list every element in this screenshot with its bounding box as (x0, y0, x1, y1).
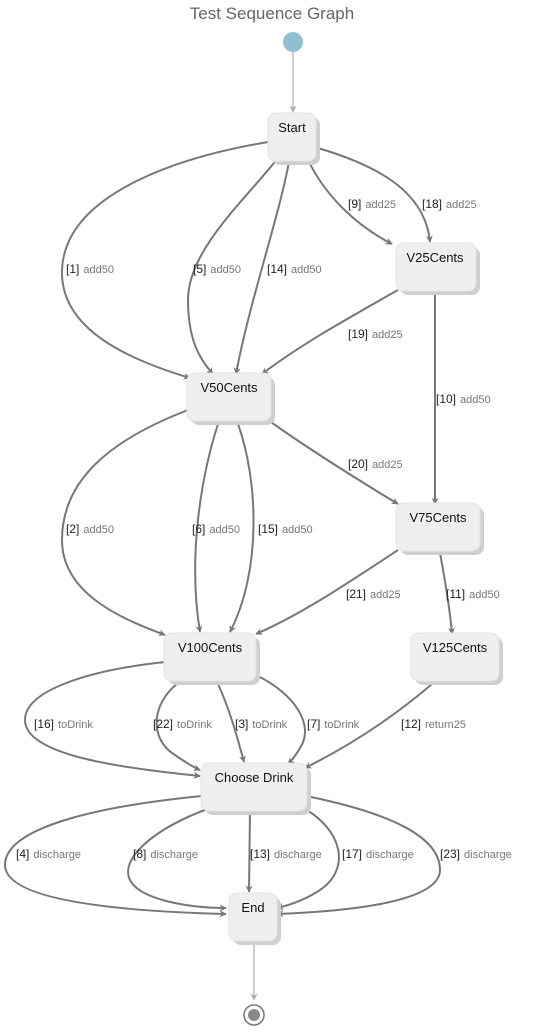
edge-labels: [1]add50 [5]add50 [14]add50 [9]add25 [18… (16, 197, 512, 861)
label-t12: [12]return25 (401, 717, 466, 731)
edge-t6 (194, 423, 219, 633)
state-v75-label: V75Cents (409, 510, 467, 525)
edge-t1 (60, 141, 269, 380)
state-v25-label: V25Cents (406, 250, 464, 265)
label-t16: [16]toDrink (34, 717, 93, 731)
label-t5: [5]add50 (193, 262, 241, 276)
label-t13: [13]discharge (250, 847, 322, 861)
edge-t23 (276, 795, 442, 918)
label-t9: [9]add25 (348, 197, 396, 211)
state-choose-drink: Choose Drink (200, 762, 311, 815)
final-state-icon (243, 1004, 265, 1026)
label-t3: [3]toDrink (235, 717, 288, 731)
edge-t16 (23, 661, 201, 779)
label-t7: [7]toDrink (307, 717, 360, 731)
state-v50: V50Cents (186, 372, 275, 425)
initial-state-dot (283, 32, 303, 52)
state-end-label: End (241, 900, 264, 915)
label-t20: [20]add25 (348, 457, 403, 471)
edge-t21 (255, 549, 399, 635)
label-t2: [2]add50 (66, 522, 114, 536)
label-t1: [1]add50 (66, 262, 114, 276)
edge-t12 (304, 683, 433, 769)
state-v75: V75Cents (395, 502, 484, 555)
label-t23: [23]discharge (440, 847, 512, 861)
edges (3, 141, 455, 918)
label-t14: [14]add50 (267, 262, 322, 276)
edge-t13 (245, 811, 253, 893)
state-v125: V125Cents (410, 632, 503, 685)
edge-t7 (257, 675, 306, 765)
state-v25: V25Cents (395, 242, 480, 295)
label-t17: [17]discharge (342, 847, 414, 861)
edge-t9 (307, 159, 393, 245)
edge-t8 (127, 807, 227, 912)
label-t15: [15]add50 (258, 522, 313, 536)
edge-t5 (186, 157, 279, 375)
edge-t11 (439, 552, 455, 635)
state-v125-label: V125Cents (423, 640, 488, 655)
label-t6: [6]add50 (192, 522, 240, 536)
edge-t3 (217, 683, 246, 763)
label-t8: [8]discharge (133, 847, 198, 861)
state-end: End (228, 892, 281, 945)
label-t11: [11]add50 (446, 587, 500, 601)
label-t18: [18]add25 (422, 197, 477, 211)
edge-t14 (233, 161, 290, 375)
state-v50-label: V50Cents (200, 380, 258, 395)
label-t10: [10]add50 (436, 392, 491, 406)
edge-t20 (267, 419, 399, 505)
edge-t17 (276, 805, 340, 910)
label-t19: [19]add25 (348, 327, 403, 341)
edge-t18 (317, 147, 433, 243)
edge-t2 (60, 409, 189, 637)
state-choose-drink-label: Choose Drink (215, 770, 294, 785)
diagram-title: Test Sequence Graph (190, 4, 354, 23)
state-start: Start (267, 112, 320, 165)
label-t22: [22]toDrink (153, 717, 212, 731)
edge-t15 (229, 423, 255, 633)
state-start-label: Start (278, 120, 306, 135)
edge-t19 (261, 289, 399, 375)
state-v100: V100Cents (163, 632, 260, 685)
label-t4: [4]discharge (16, 847, 81, 861)
state-v100-label: V100Cents (178, 640, 243, 655)
edge-t4 (3, 795, 227, 918)
label-t21: [21]add25 (346, 587, 401, 601)
edge-t22 (155, 682, 201, 771)
